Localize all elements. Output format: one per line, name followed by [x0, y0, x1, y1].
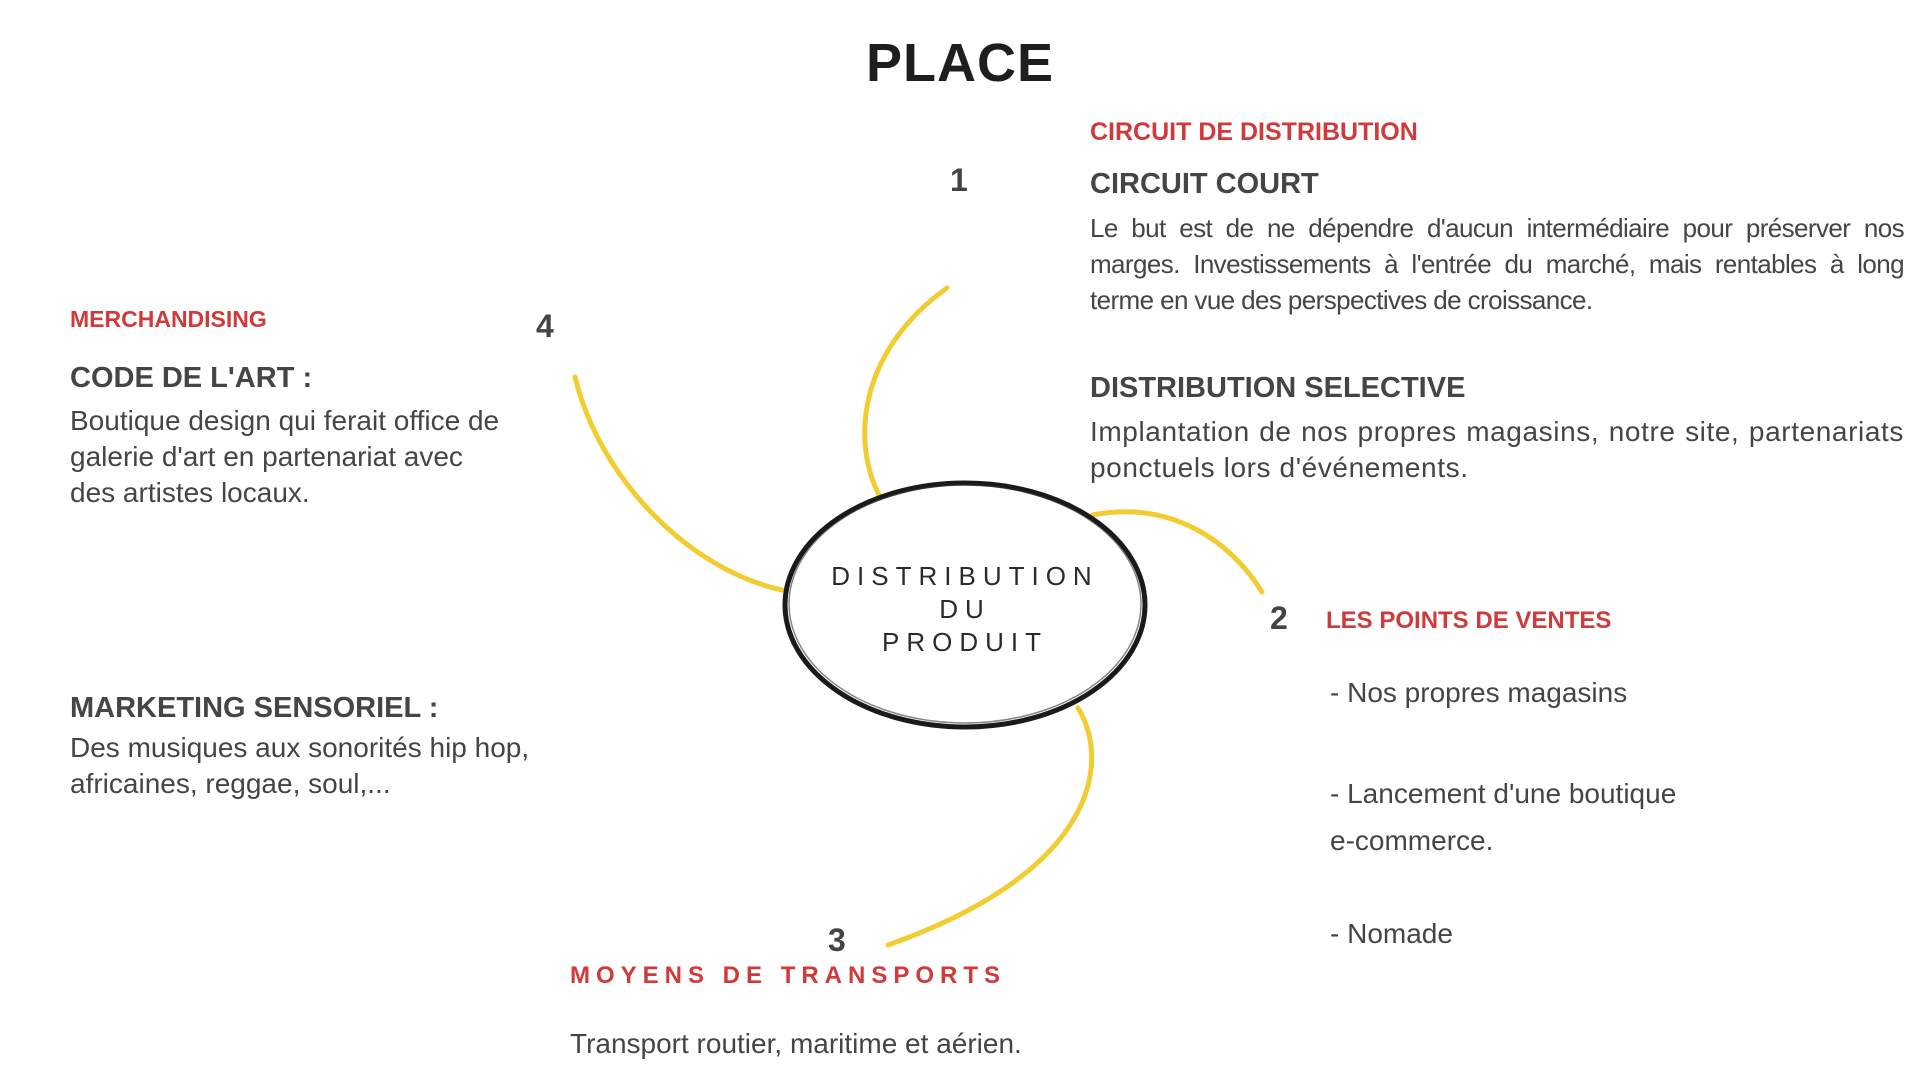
branch-4-number: 4	[536, 308, 554, 344]
branch-2-curve	[1089, 509, 1265, 595]
branch-2-item-online-shop-cont: e-commerce.	[1330, 825, 1494, 856]
center-label-line-3: PRODUIT	[882, 627, 1048, 657]
branch-4-heading-marketing-sensoriel: MARKETING SENSORIEL :	[70, 692, 439, 724]
branch-2-number: 2	[1270, 600, 1288, 636]
page-title: PLACE	[865, 33, 1054, 93]
branch-3-text: Transport routier, maritime et aérien.	[570, 1028, 1022, 1059]
branch-1-text-circuit-court: Le but est de ne dépendre d'aucun interm…	[1090, 213, 1905, 315]
branch-3-number: 3	[828, 922, 846, 958]
center-ellipse-inner-stroke	[788, 484, 1142, 724]
branch-4-text-marketing-sensoriel: Des musiques aux sonorités hip hop, afri…	[70, 732, 530, 799]
branch-2-category: LES POINTS DE VENTES	[1326, 607, 1612, 634]
branch-1-text-distribution-selective: Implantation de nos propres magasins, no…	[1090, 416, 1904, 483]
branch-1-heading-circuit-court: CIRCUIT COURT	[1090, 168, 1319, 200]
branch-2-item-nomad: - Nomade	[1330, 918, 1453, 949]
center-label-line-1: DISTRIBUTION	[831, 561, 1099, 591]
branch-1-category: CIRCUIT DE DISTRIBUTION	[1090, 118, 1418, 146]
branch-4-heading-code-de-lart: CODE DE L'ART :	[70, 362, 313, 394]
branch-1-heading-distribution-selective: DISTRIBUTION SELECTIVE	[1090, 372, 1466, 404]
branch-3-curve	[885, 705, 1095, 948]
branch-3-category: MOYENS DE TRANSPORTS	[570, 962, 1007, 989]
center-label-line-2: DU	[939, 594, 991, 624]
branch-4-category: MERCHANDISING	[70, 306, 267, 332]
center-label: DISTRIBUTION DU PRODUIT	[780, 560, 1150, 659]
branch-2-item-online-shop: - Lancement d'une boutique	[1330, 778, 1677, 809]
center-ellipse	[782, 480, 1148, 730]
branch-4-text-code-de-lart: Boutique design qui ferait office de gal…	[70, 405, 500, 508]
branch-2-item-own-stores: - Nos propres magasins	[1330, 677, 1628, 708]
branch-1-curve	[862, 285, 950, 500]
branch-4-curve	[572, 374, 785, 593]
branch-1-number: 1	[950, 162, 968, 198]
